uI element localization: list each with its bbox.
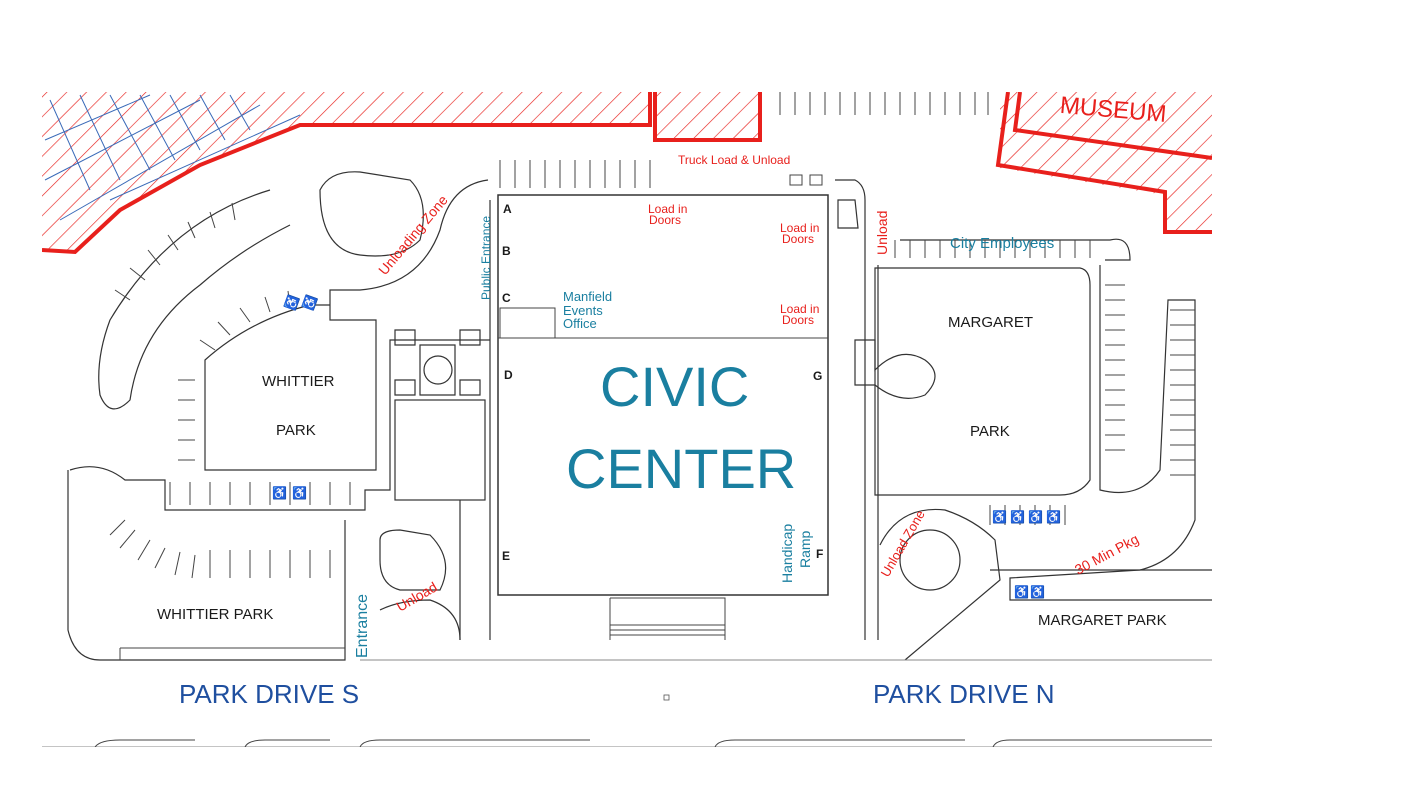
restricted-zone-north [655, 92, 760, 140]
civic-label: CIVIC [600, 355, 749, 418]
wheelchair-icon: ♿ [272, 486, 287, 500]
center-label: CENTER [566, 437, 796, 500]
door-g: G [813, 369, 822, 383]
wheelchair-icon: ♿ [301, 294, 319, 313]
whittier-park-inner-label: PARK [276, 422, 316, 439]
parking-stalls-east [894, 240, 1195, 525]
door-f: F [816, 547, 823, 561]
load-in-doors-right1-label: Load in [780, 221, 819, 235]
east-parking-area [835, 179, 1212, 661]
entrance-label: Entrance [354, 594, 371, 658]
events-office [499, 307, 556, 339]
events-office-label-3: Office [563, 316, 597, 331]
unload-bottom-label: Unload [394, 579, 440, 615]
load-in-doors-top-label: Load in [648, 202, 687, 216]
parking-stalls-west [109, 202, 351, 579]
public-entrance-label: Public Entrance [479, 216, 493, 300]
wheelchair-icon: ♿ [1030, 585, 1045, 599]
accessible-parking-icons: ♿ ♿ ♿ ♿ ♿ ♿ ♿ ♿ ♿ ♿ [272, 294, 1061, 599]
restricted-zone-northwest [42, 92, 650, 252]
margaret-label: MARGARET [948, 314, 1033, 331]
park-drive-s-label: PARK DRIVE S [179, 679, 359, 709]
handicap-ramp-label-1: Handicap [779, 524, 795, 583]
handicap-ramp-label-2: Ramp [797, 530, 813, 568]
load-in-doors-top-label-2: Doors [649, 213, 681, 227]
events-office-label-1: Manfield [563, 289, 612, 304]
margaret-park-label: MARGARET PARK [1038, 612, 1167, 629]
whittier-park-label: WHITTIER PARK [157, 606, 273, 623]
center-marker [663, 694, 670, 701]
whittier-label: WHITTIER [262, 373, 335, 390]
wheelchair-icon: ♿ [292, 486, 307, 500]
unload-top-label: Unload [874, 211, 890, 255]
city-employees-label: City Employees [950, 235, 1054, 252]
door-e: E [502, 549, 510, 563]
load-in-doors-right2-label-2: Doors [782, 313, 814, 327]
door-b: B [502, 244, 511, 258]
civic-center-building [497, 194, 829, 596]
wheelchair-icon: ♿ [1014, 585, 1029, 599]
load-in-doors-right1-label-2: Doors [782, 232, 814, 246]
restricted-boundary-northwest [42, 92, 652, 255]
wheelchair-icon: ♿ [283, 294, 301, 313]
west-parking-loop [67, 171, 491, 661]
events-office-label-2: Events [563, 303, 603, 318]
park-drive-roads [42, 597, 1212, 747]
plaza-fountain [394, 329, 486, 501]
wheelchair-icon: ♿ [992, 510, 1007, 524]
margaret-park-inner-label: PARK [970, 423, 1010, 440]
door-markers: A B C D E F G [502, 202, 823, 563]
load-in-doors-right2-label: Load in [780, 302, 819, 316]
parking-stalls-north [499, 92, 989, 188]
wheelchair-icon: ♿ [1028, 510, 1043, 524]
wheelchair-icon: ♿ [1010, 510, 1025, 524]
unloading-zone-label: Unloading Zone [375, 192, 451, 278]
wheelchair-icon: ♿ [1046, 510, 1061, 524]
door-a: A [503, 202, 512, 216]
door-d: D [504, 368, 513, 382]
door-c: C [502, 291, 511, 305]
parking-grid-northwest [44, 94, 301, 221]
truck-load-label: Truck Load & Unload [678, 153, 790, 167]
museum-building [1000, 92, 1212, 232]
park-drive-n-label: PARK DRIVE N [873, 679, 1055, 709]
